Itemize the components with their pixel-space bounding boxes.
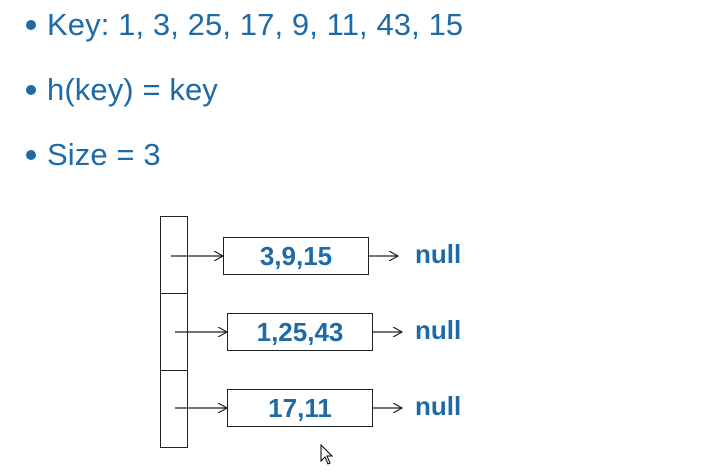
- bucket-2-null: null: [415, 391, 462, 421]
- bucket-1-node: 1,25,43: [227, 313, 373, 351]
- bucket-cell-2: [160, 370, 188, 448]
- mouse-pointer-icon: [320, 444, 334, 465]
- bullet-dot-icon: [26, 20, 36, 30]
- bullet-dot-icon: [26, 85, 36, 95]
- bucket-0-null: null: [415, 239, 462, 269]
- bucket-2-node: 17,11: [227, 389, 373, 427]
- bucket-1-null: null: [415, 315, 462, 345]
- table-size-text: Size = 3: [47, 137, 161, 172]
- bullet-dot-icon: [26, 150, 36, 160]
- bucket-0-node: 3,9,15: [223, 237, 369, 275]
- bullet-keys: Key: 1, 3, 25, 17, 9, 11, 43, 15: [26, 5, 463, 45]
- bullet-hash-function: h(key) = key: [26, 70, 218, 110]
- bullet-table-size: Size = 3: [26, 135, 161, 175]
- keys-text: Key: 1, 3, 25, 17, 9, 11, 43, 15: [47, 7, 464, 42]
- hash-function-text: h(key) = key: [47, 72, 218, 107]
